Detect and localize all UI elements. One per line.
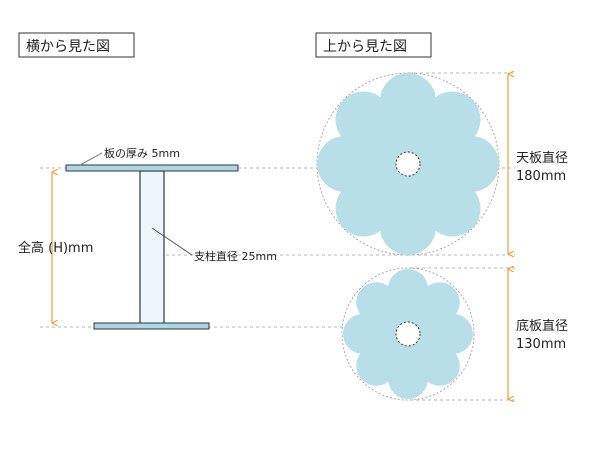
- side-view-title: 横から見た図: [26, 39, 110, 55]
- top-view-title: 上から見た図: [323, 39, 407, 55]
- bottom-board-outline-circle: [341, 267, 475, 401]
- bottom-board-dimension: 底板直径 130mm: [508, 269, 568, 399]
- pillar-label: 支柱直径 25mm: [194, 249, 277, 263]
- top-board-label-line1: 天板直径: [516, 151, 568, 166]
- board-thickness-leader: [79, 152, 103, 166]
- height-label: 全高 (H)mm: [18, 240, 93, 256]
- top-board-center-hole: [395, 151, 421, 177]
- bottom-board-label-line1: 底板直径: [516, 318, 568, 334]
- top-board-label-line2: 180mm: [516, 169, 566, 184]
- bottom-board-top-view: [341, 267, 475, 401]
- side-view-title-box: 横から見た図: [18, 32, 135, 58]
- bottom-board: [93, 322, 210, 330]
- bottom-board-label-line2: 130mm: [516, 337, 566, 352]
- top-board-dimension: 天板直径 180mm: [508, 74, 568, 254]
- side-view: 板の厚み 5mm 支柱直径 25mm 全高 (H)mm: [18, 146, 277, 330]
- top-view-title-box: 上から見た図: [315, 32, 432, 58]
- pillar-leader: [151, 227, 193, 256]
- top-board-top-view: [316, 72, 500, 256]
- bottom-board-center-hole: [395, 321, 421, 347]
- pillar: [139, 170, 165, 325]
- board-thickness-label: 板の厚み 5mm: [104, 146, 180, 160]
- top-board: [65, 164, 239, 172]
